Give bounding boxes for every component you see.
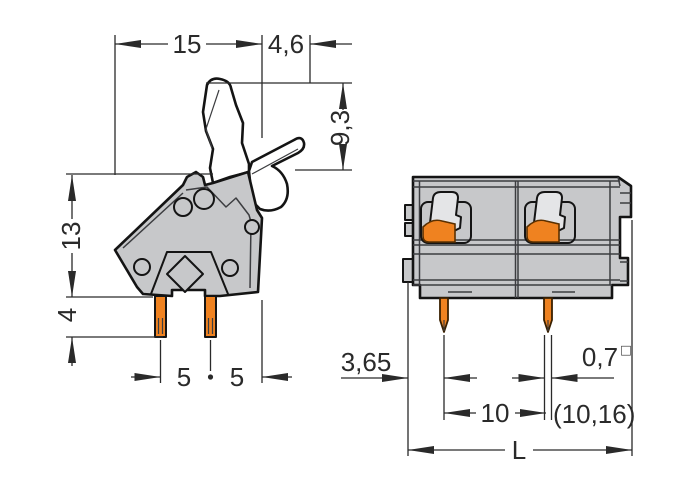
dim-07-square-symbol: □: [621, 343, 631, 360]
lever-short-crease: [251, 148, 299, 175]
side-hole-1: [173, 197, 193, 217]
dim-1016-label: (10,16): [553, 399, 635, 429]
front-pin-2: [543, 297, 553, 333]
dim-365-label: 3,65: [341, 347, 392, 377]
dim-13-label: 13: [56, 222, 86, 251]
dim-10-label: 10: [481, 398, 510, 428]
lever-short: [247, 136, 306, 212]
front-view: [402, 175, 633, 333]
front-vertical-lines: [418, 181, 611, 298]
side-diamond: [166, 255, 204, 293]
front-pin-1: [439, 297, 449, 333]
clamp-pusher-2: [526, 219, 560, 243]
front-panel-lines: [413, 180, 620, 293]
dim-5a-label: 5: [177, 362, 191, 392]
side-body-funnel: [150, 251, 229, 295]
dim-15-label: 15: [173, 29, 202, 59]
dim-5b-label: 5: [230, 362, 244, 392]
dim-4-label: 4: [52, 308, 82, 322]
side-hole-2: [193, 188, 215, 210]
clamp-pusher-1: [422, 219, 456, 243]
dim-93-label: 9,3: [325, 110, 355, 146]
dim-46-label: 4,6: [268, 29, 304, 59]
front-protrusion-lines: [617, 176, 631, 282]
side-pin-1: [154, 295, 167, 338]
lever-long-crease: [205, 89, 220, 149]
side-hole-5: [221, 259, 239, 277]
clamp-unit-1: [420, 191, 472, 244]
dot-separator: [207, 374, 214, 380]
ext-lines-side: [66, 35, 352, 383]
side-view: [113, 77, 306, 338]
dimension-layer: 15 4,6 9,3 13 4 5 5 3,65: [52, 29, 635, 465]
dim-L-label: L: [512, 435, 526, 465]
side-pin-2: [204, 295, 217, 338]
side-hole-4: [133, 258, 151, 276]
front-body: [411, 175, 633, 300]
lever-long: [201, 77, 251, 185]
side-body-inner-contour: [122, 192, 184, 249]
clamp-unit-2: [524, 191, 576, 244]
dim-07-label: 0,7: [582, 342, 618, 372]
side-hole-3: [244, 219, 260, 235]
